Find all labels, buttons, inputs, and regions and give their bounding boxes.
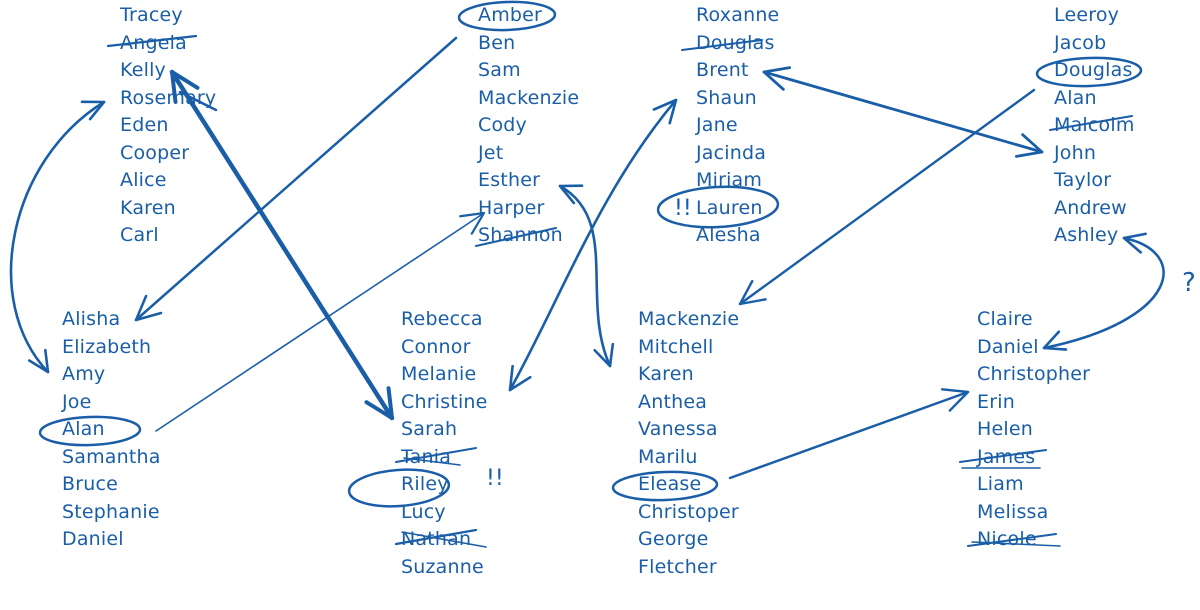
name-item: Marilu: [638, 445, 698, 468]
name-item: Mitchell: [638, 335, 714, 358]
name-item: Cooper: [120, 141, 190, 164]
name-item: Shaun: [696, 86, 757, 109]
name-item: Ashley: [1054, 224, 1119, 246]
arrowhead-rosemary: [80, 100, 106, 121]
name-item: Lauren: [696, 196, 763, 219]
name-item: Esther: [478, 169, 541, 191]
name-item: Jane: [696, 114, 738, 136]
name-item: Christopher: [977, 363, 1091, 385]
arrowhead-shaun: [652, 98, 678, 125]
name-item: Alisha: [62, 308, 121, 330]
name-item: Amber: [478, 4, 543, 26]
name-item: Sarah: [401, 418, 458, 440]
question-mark: ?: [1182, 268, 1196, 298]
name-item: Jacinda: [696, 141, 767, 164]
name-item: Fletcher: [638, 555, 717, 578]
name-item: James: [977, 445, 1036, 468]
riley-exclamation-mark: !!: [486, 466, 504, 491]
name-item: Jacob: [1054, 31, 1107, 54]
name-item: Alan: [62, 418, 105, 440]
name-item: Stephanie: [62, 500, 160, 523]
name-item: Tania: [401, 445, 452, 468]
name-item: Roxanne: [696, 4, 780, 26]
arrowhead-karen: [593, 342, 615, 368]
name-item: Joe: [62, 390, 92, 413]
name-item: Sam: [478, 59, 521, 81]
name-item: Christine: [401, 390, 488, 413]
name-item: Suzanne: [401, 555, 484, 578]
name-item: Riley: [401, 473, 449, 495]
name-item: Shannon: [478, 224, 563, 246]
arrowhead-sarah: [364, 386, 394, 420]
name-item: Nathan: [401, 528, 472, 550]
arrow-douglas-mackenzie: [738, 88, 1036, 306]
name-item: Amy: [62, 363, 106, 385]
name-item: Vanessa: [638, 418, 718, 440]
name-item: Erin: [977, 390, 1015, 413]
lauren-exclamation-mark: !!: [674, 196, 692, 221]
name-item: Rebecca: [401, 308, 483, 330]
name-item: Kelly: [120, 59, 167, 81]
name-item: Andrew: [1054, 196, 1127, 219]
name-item: George: [638, 528, 709, 550]
name-item: Samantha: [62, 445, 161, 468]
name-item: Eden: [120, 114, 169, 136]
name-item: Christoper: [638, 500, 739, 523]
name-item: Miriam: [696, 169, 763, 191]
arrowhead-mackenzie: [738, 279, 767, 306]
name-item: Connor: [401, 335, 471, 358]
arrow-brent-john: [762, 70, 1044, 154]
name-item: Taylor: [1054, 169, 1112, 191]
name-item: Malcolm: [1054, 114, 1135, 136]
name-item: Lucy: [401, 500, 446, 523]
name-item: Bruce: [62, 473, 119, 495]
name-item: Ben: [478, 31, 516, 54]
name-item: Liam: [977, 473, 1024, 495]
name-item: Helen: [977, 418, 1033, 440]
name-item: Alan: [1054, 86, 1097, 109]
name-item: Harper: [478, 196, 545, 219]
name-item: Brent: [696, 59, 749, 81]
name-item: Alice: [120, 169, 167, 191]
arrowhead-john: [1014, 133, 1044, 158]
name-item: Douglas: [696, 31, 775, 54]
name-item: Claire: [977, 308, 1033, 330]
name-item: Karen: [638, 363, 694, 385]
arrowhead-christopher: [940, 388, 970, 412]
name-item: Melanie: [401, 363, 477, 385]
name-item: Karen: [120, 196, 176, 219]
name-item: Rosemary: [120, 86, 217, 109]
name-item: Alesha: [696, 224, 761, 246]
name-item: Angela: [120, 31, 187, 54]
name-item: Leeroy: [1054, 4, 1120, 26]
name-item: Jet: [478, 141, 504, 164]
name-item: Carl: [120, 224, 159, 246]
arrowhead-amy: [27, 348, 50, 374]
arrowhead-christine: [508, 364, 532, 392]
name-item: Elizabeth: [62, 335, 152, 358]
name-item: Mackenzie: [638, 308, 740, 330]
name-item: Douglas: [1054, 59, 1133, 81]
name-item: Tracey: [120, 4, 183, 26]
name-item: Elease: [638, 473, 702, 495]
name-item: Daniel: [62, 528, 124, 550]
name-item: Anthea: [638, 390, 708, 413]
name-item: Nicole: [977, 528, 1037, 550]
name-item: John: [1054, 141, 1097, 164]
arrow-elease-christopher: [728, 390, 970, 480]
name-item: Mackenzie: [478, 86, 580, 109]
name-item: Melissa: [977, 500, 1049, 523]
name-item: Daniel: [977, 335, 1039, 358]
name-item: Cody: [478, 114, 527, 136]
